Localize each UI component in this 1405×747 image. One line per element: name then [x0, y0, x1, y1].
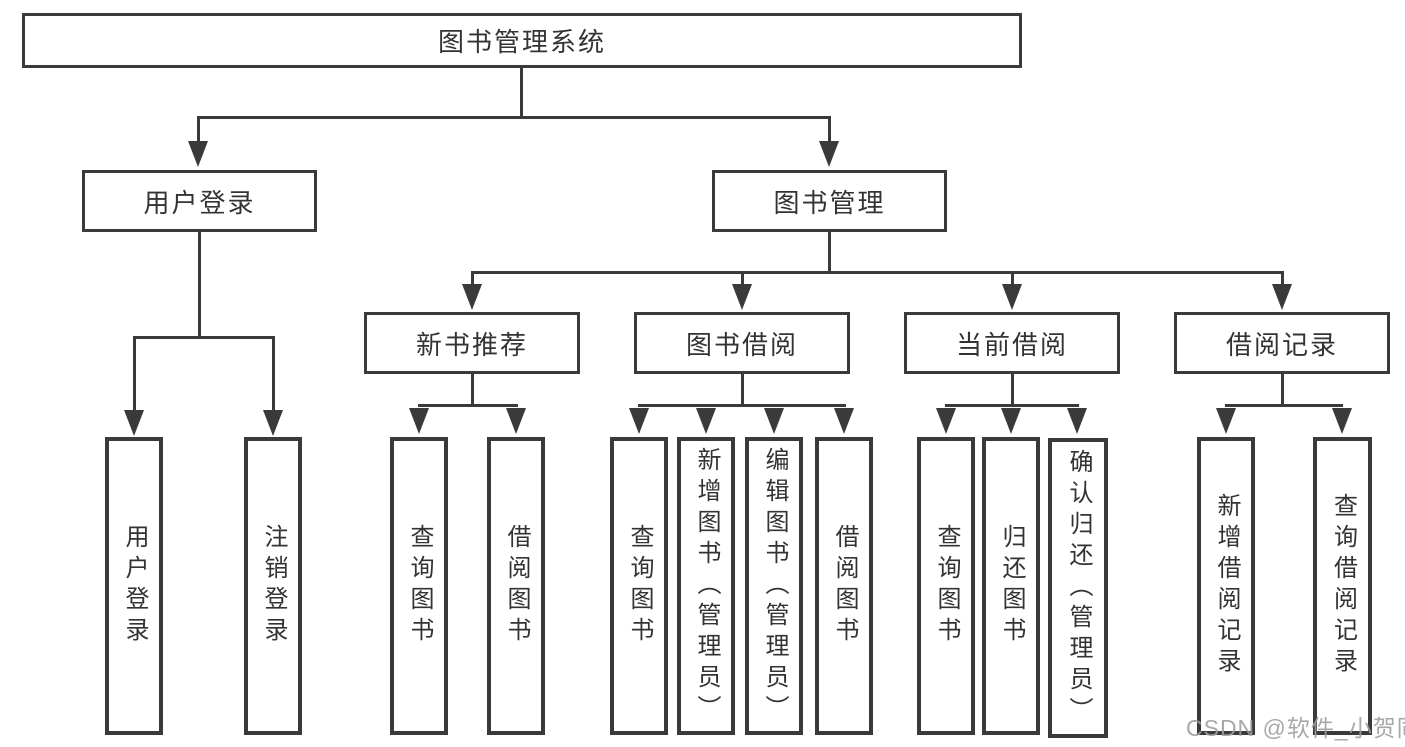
- arrowhead-down-icon: [764, 408, 784, 434]
- connector-drop-mid: [741, 271, 744, 285]
- leaf-label: 新增图书（管理员）: [693, 446, 720, 726]
- connector-stub: [741, 374, 744, 406]
- arrowhead-down-icon: [696, 408, 716, 434]
- connector-branch: [1225, 404, 1343, 407]
- leaf-edit-book-admin: 编辑图书（管理员）: [745, 437, 803, 735]
- node-label: 用户登录: [143, 187, 256, 218]
- arrowhead-down-icon: [1002, 284, 1022, 310]
- arrowhead-down-icon: [506, 408, 526, 434]
- arrowhead-down-icon: [1332, 408, 1352, 434]
- leaf-label: 新增借阅记录: [1213, 493, 1240, 679]
- connector-drop-mid: [471, 271, 474, 285]
- arrowhead-down-icon: [834, 408, 854, 434]
- connector-stub: [471, 374, 474, 406]
- connector-user-login-stub: [198, 232, 201, 338]
- arrowhead-down-icon: [1067, 408, 1087, 434]
- node-label: 新书推荐: [415, 329, 528, 360]
- leaf-label: 查询图书: [406, 524, 433, 648]
- node-label: 借阅记录: [1225, 329, 1338, 360]
- arrowhead-down-icon: [1001, 408, 1021, 434]
- arrowhead-down-icon: [124, 410, 144, 436]
- node-user-login: 用户登录: [82, 170, 317, 232]
- arrowhead-down-icon: [188, 141, 208, 167]
- arrowhead-down-icon: [263, 410, 283, 436]
- connector-root-stub: [520, 66, 523, 118]
- node-label: 图书管理: [773, 187, 886, 218]
- leaf-label: 归还图书: [998, 524, 1025, 648]
- node-book-management: 图书管理: [712, 170, 947, 232]
- leaf-label: 查询图书: [933, 524, 960, 648]
- arrowhead-down-icon: [1272, 284, 1292, 310]
- watermark: CSDN @软件_小贺同学: [1186, 715, 1405, 741]
- connector-drop-mid: [1011, 271, 1014, 285]
- leaf-label: 借阅图书: [503, 524, 530, 648]
- connector-branch: [638, 404, 846, 407]
- connector-book-management-branch: [471, 271, 1284, 274]
- leaf-label: 借阅图书: [831, 524, 858, 648]
- connector-branch: [945, 404, 1079, 407]
- leaf-label: 确认归还（管理员）: [1065, 448, 1092, 728]
- node-label: 当前借阅: [955, 329, 1068, 360]
- leaf-user-login: 用户登录: [105, 437, 163, 735]
- arrowhead-down-icon: [629, 408, 649, 434]
- connector-stub: [1011, 374, 1014, 406]
- node-current-borrow: 当前借阅: [904, 312, 1120, 374]
- leaf-add-borrow-record: 新增借阅记录: [1197, 437, 1255, 735]
- leaf-return-book: 归还图书: [982, 437, 1040, 735]
- leaf-borrow-books: 借阅图书: [815, 437, 873, 735]
- leaf-label: 查询借阅记录: [1329, 493, 1357, 679]
- node-library-system: 图书管理系统: [22, 13, 1022, 68]
- node-label: 图书管理系统: [437, 27, 606, 57]
- arrowhead-down-icon: [819, 141, 839, 167]
- leaf-query-books-current: 查询图书: [917, 437, 975, 735]
- node-book-borrow: 图书借阅: [634, 312, 850, 374]
- leaf-query-books-borrow: 查询图书: [610, 437, 668, 735]
- arrowhead-down-icon: [1216, 408, 1236, 434]
- connector-drop-mid: [1281, 271, 1284, 285]
- node-new-book-recommend: 新书推荐: [364, 312, 580, 374]
- connector-drop-user-login: [197, 116, 200, 142]
- arrowhead-down-icon: [409, 408, 429, 434]
- leaf-borrow-books-recommend: 借阅图书: [487, 437, 545, 735]
- leaf-confirm-return-admin: 确认归还（管理员）: [1048, 438, 1108, 738]
- leaf-label: 查询图书: [626, 524, 653, 648]
- connector-root-branch: [197, 116, 831, 119]
- connector-drop-leaf: [272, 336, 275, 411]
- connector-user-login-branch: [133, 336, 275, 339]
- leaf-query-books-recommend: 查询图书: [390, 437, 448, 735]
- node-borrow-record: 借阅记录: [1174, 312, 1390, 374]
- arrowhead-down-icon: [732, 284, 752, 310]
- connector-branch: [418, 404, 518, 407]
- leaf-query-borrow-record: 查询借阅记录: [1313, 437, 1372, 735]
- connector-drop-book-management: [828, 116, 831, 142]
- node-label: 图书借阅: [685, 329, 798, 360]
- connector-drop-leaf: [133, 336, 136, 411]
- leaf-logout: 注销登录: [244, 437, 302, 735]
- leaf-add-book-admin: 新增图书（管理员）: [677, 437, 735, 735]
- arrowhead-down-icon: [936, 408, 956, 434]
- connector-book-management-stub: [828, 232, 831, 271]
- arrowhead-down-icon: [462, 284, 482, 310]
- leaf-label: 编辑图书（管理员）: [761, 446, 788, 726]
- leaf-label: 用户登录: [121, 524, 148, 648]
- connector-stub: [1281, 374, 1284, 406]
- leaf-label: 注销登录: [260, 524, 287, 648]
